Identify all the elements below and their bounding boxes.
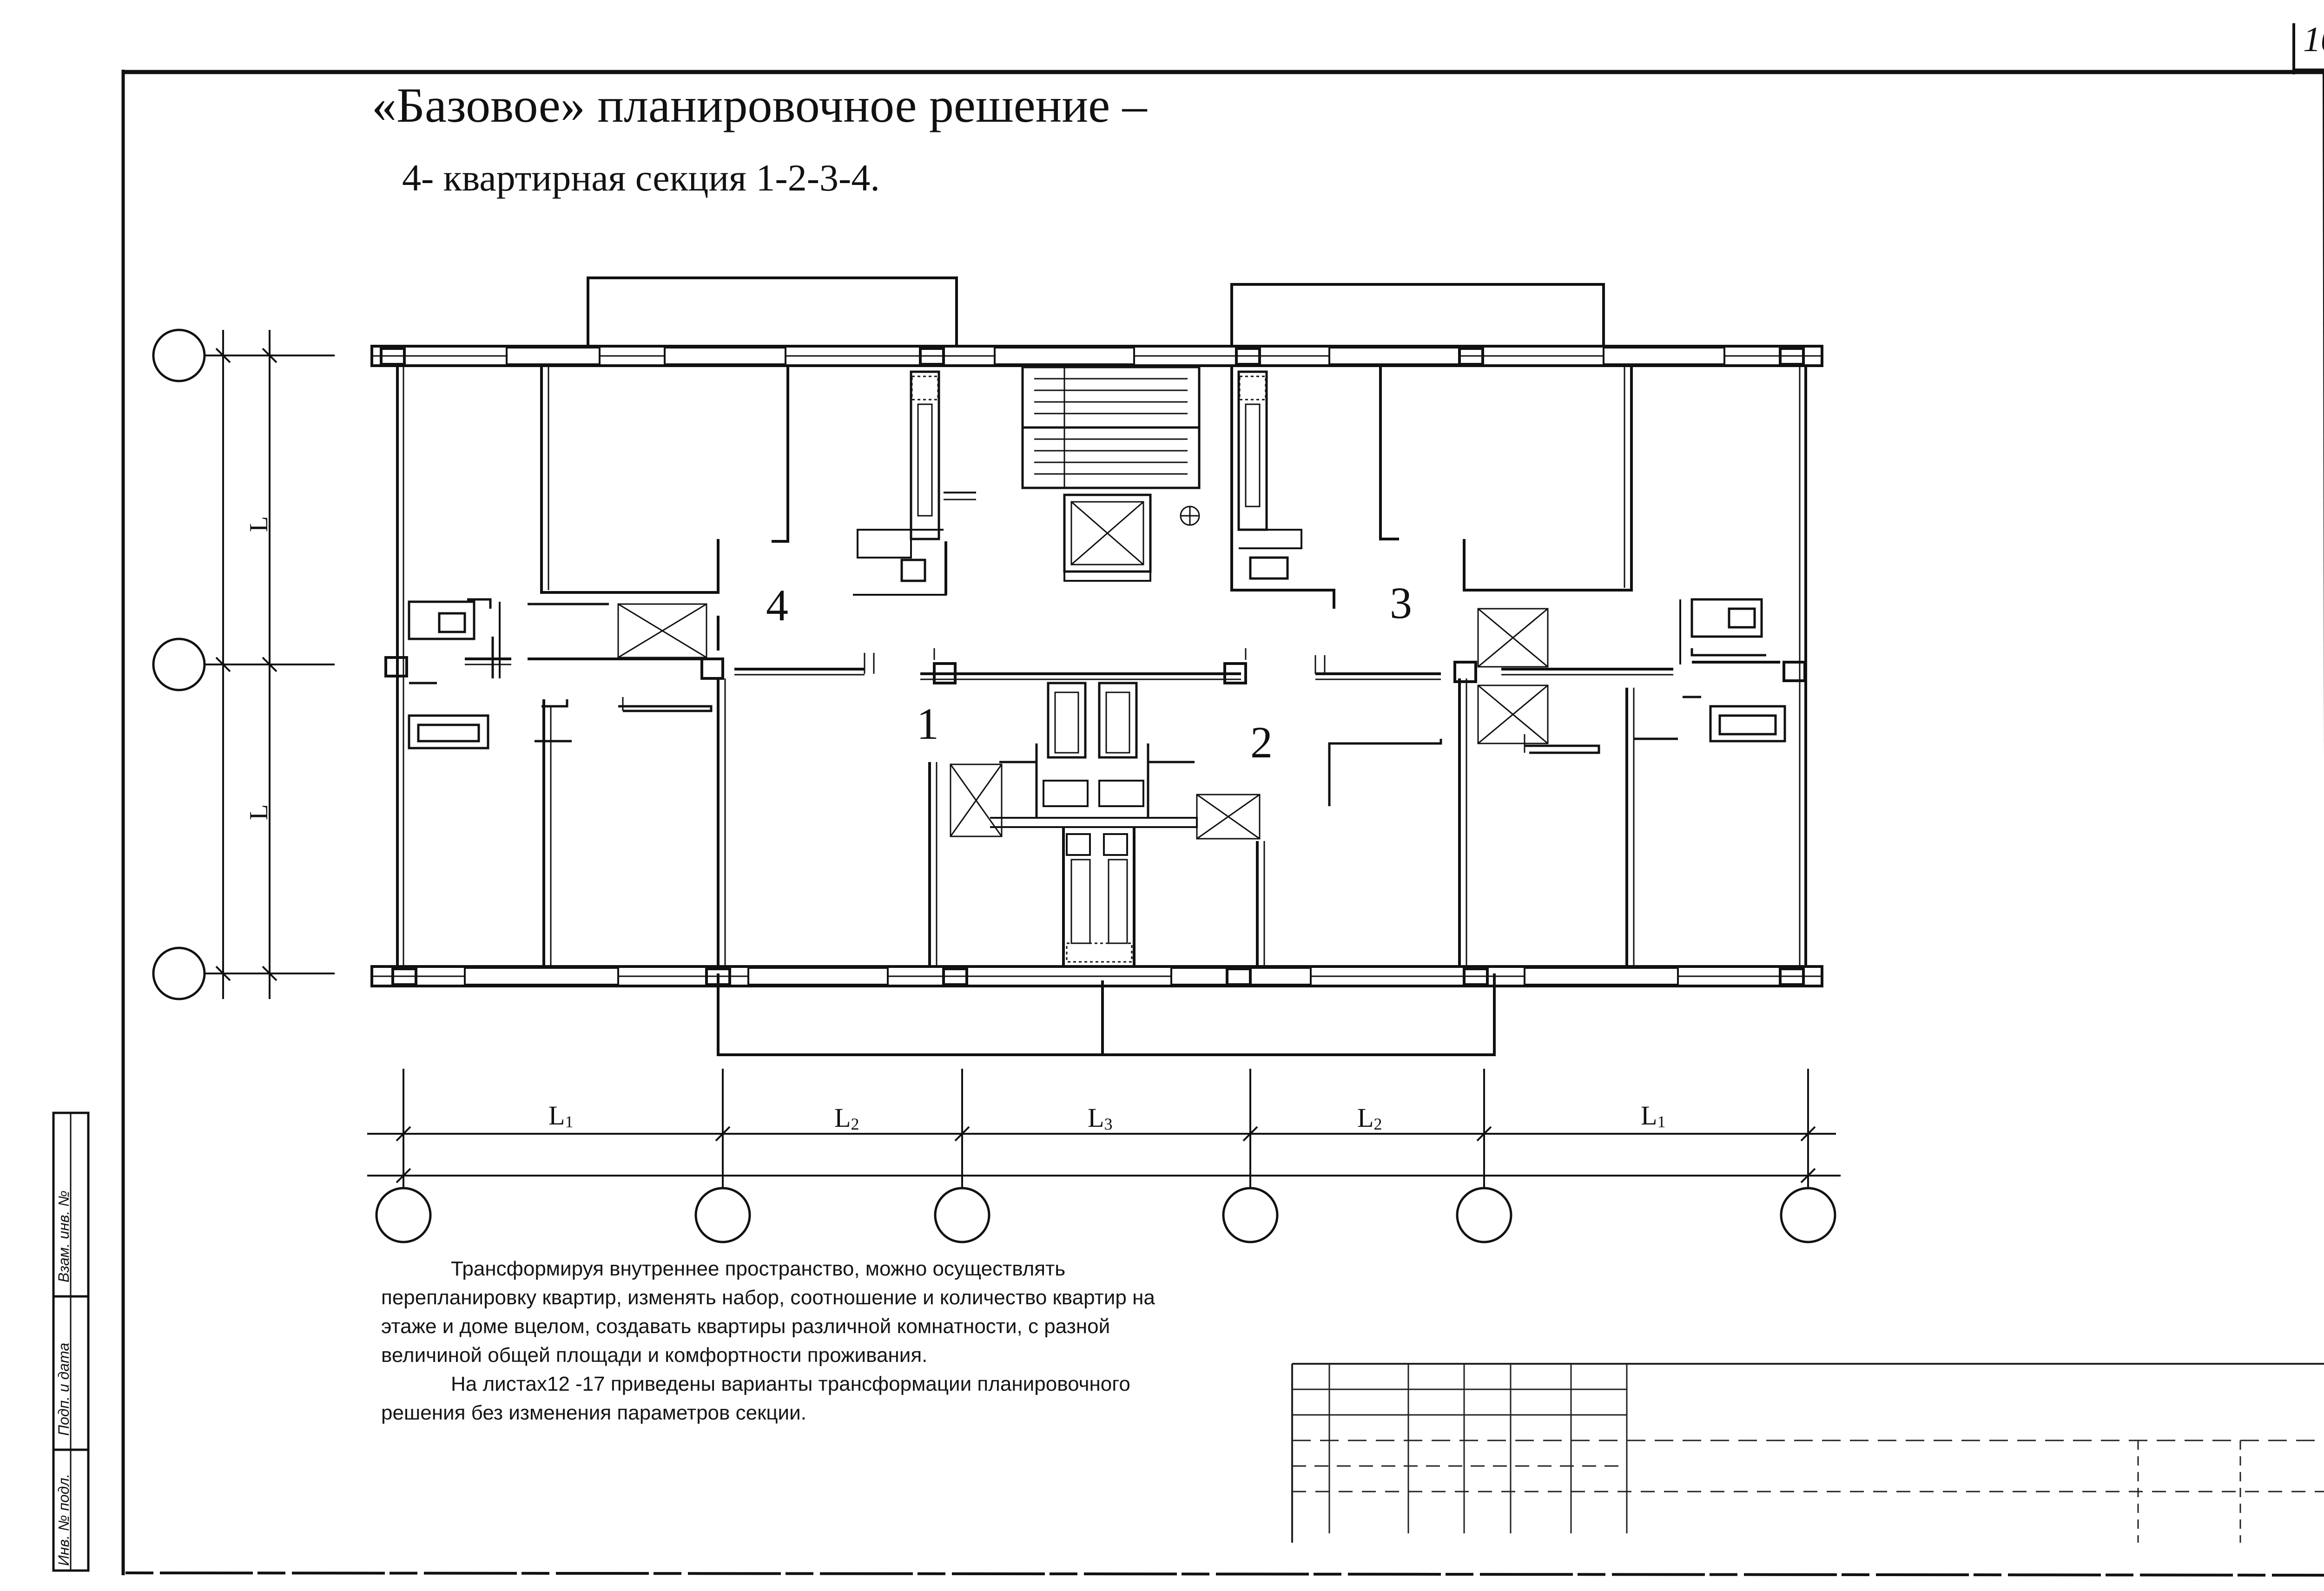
shaft-symbols bbox=[617, 603, 1549, 840]
end-walls bbox=[384, 365, 1807, 966]
exterior-wall-bottom bbox=[370, 965, 1823, 987]
dimension-label-l-lower: L bbox=[244, 804, 273, 820]
central-sanitary-block bbox=[928, 682, 1265, 966]
axis-bubble bbox=[1780, 1187, 1836, 1243]
side-stamp bbox=[52, 1111, 90, 1572]
apartment-label-1: 1 bbox=[917, 699, 939, 749]
central-wall bbox=[465, 657, 1780, 684]
sheet-title: «Базовое» планировочное решение – bbox=[372, 78, 1148, 132]
balconies bbox=[587, 276, 1605, 1056]
door-ticks bbox=[622, 648, 1525, 753]
axis-bubble bbox=[152, 638, 206, 691]
sheet-number: 10 bbox=[2303, 20, 2324, 59]
explanatory-note: Трансформируя внутреннее пространство, м… bbox=[381, 1255, 1171, 1427]
dimension-label-l2: L2 bbox=[834, 1103, 859, 1133]
apartment-4-partitions bbox=[408, 365, 976, 966]
title-block bbox=[1291, 1363, 2324, 1543]
stamp-label-original-inv: Инв. № подл. bbox=[55, 1473, 72, 1566]
dimension-label-l1-right: L1 bbox=[1641, 1100, 1665, 1131]
apartment-label-2: 2 bbox=[1250, 717, 1273, 767]
dimension-label-l-upper: L bbox=[244, 516, 273, 532]
axis-bubble bbox=[375, 1187, 432, 1243]
note-paragraph-2: На листах12 -17 приведены варианты транс… bbox=[381, 1373, 1130, 1424]
horizontal-dimension-labels: L1 L2 L3 L2 L1 bbox=[548, 1100, 1665, 1133]
apartment-3-partitions bbox=[1230, 365, 1786, 966]
vertical-dimension-labels: L L bbox=[244, 516, 273, 820]
apartment-label-3: 3 bbox=[1390, 578, 1412, 628]
dimension-label-l3: L3 bbox=[1088, 1103, 1112, 1133]
apartment-labels: 1 2 3 4 bbox=[766, 578, 1412, 767]
stamp-label-replaced-inv: Взам. инв. № bbox=[55, 1190, 72, 1282]
dimension-label-l2-right: L2 bbox=[1357, 1103, 1382, 1133]
vertical-dimensions bbox=[205, 330, 335, 999]
floor-plan bbox=[370, 276, 1823, 1056]
dimension-label-l1: L1 bbox=[548, 1100, 573, 1131]
side-stamp-labels: Взам. инв. № Подп. и дата Инв. № подл. bbox=[55, 1190, 72, 1566]
axis-bubble bbox=[694, 1187, 751, 1243]
axis-bubble bbox=[1456, 1187, 1512, 1243]
axis-bubbles-left bbox=[152, 329, 206, 1000]
stair-lift-core bbox=[1021, 366, 1201, 582]
apartment-label-4: 4 bbox=[766, 580, 788, 630]
axis-bubble bbox=[934, 1187, 990, 1243]
sheet-subtitle: 4- квартирная секция 1-2-3-4. bbox=[402, 157, 880, 199]
horizontal-dimensions bbox=[367, 1069, 1841, 1190]
stamp-label-signature-date: Подп. и дата bbox=[55, 1343, 72, 1436]
axis-bubbles-bottom bbox=[375, 1187, 1836, 1243]
axis-bubble bbox=[152, 947, 206, 1000]
axis-bubble bbox=[1222, 1187, 1279, 1243]
note-paragraph-1: Трансформируя внутреннее пространство, м… bbox=[381, 1257, 1155, 1367]
sheet-frame bbox=[121, 23, 2324, 1577]
axis-bubble bbox=[152, 329, 206, 382]
exterior-wall-top bbox=[370, 345, 1823, 367]
